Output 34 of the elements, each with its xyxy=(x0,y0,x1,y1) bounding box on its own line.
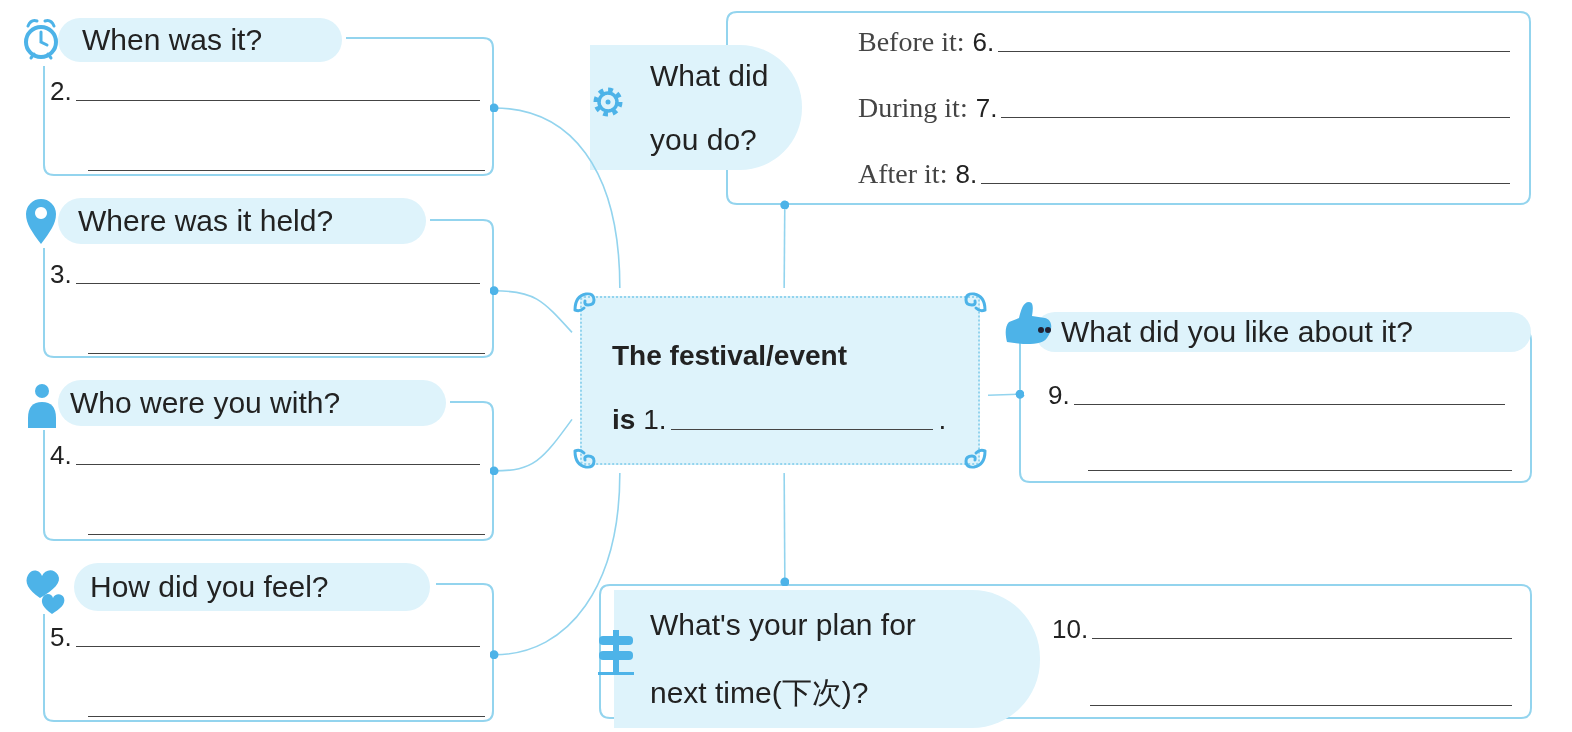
question-number: 3. xyxy=(50,259,72,290)
connector xyxy=(489,103,621,289)
question-text: When was it? xyxy=(82,22,263,58)
question-number: 6. xyxy=(972,27,995,58)
topic-text: The festival/event xyxy=(612,340,847,372)
prompt-label: Before it: xyxy=(858,26,965,58)
connector xyxy=(489,418,573,476)
question-number: 7. xyxy=(975,93,998,124)
question-card xyxy=(596,582,1531,728)
question-text: Where was it held? xyxy=(78,203,334,239)
connector xyxy=(780,472,790,587)
connector xyxy=(489,472,621,660)
question-text: What's your plan for next time(下次)? xyxy=(650,607,917,711)
question-card xyxy=(26,560,494,722)
question-number: 2. xyxy=(50,76,72,107)
question-text: What did you do? xyxy=(650,57,770,158)
question-number: 5. xyxy=(50,622,72,653)
connector xyxy=(489,286,573,334)
question-text: How did you feel? xyxy=(90,569,329,605)
question-card xyxy=(26,378,494,541)
question-number: 8. xyxy=(955,159,978,190)
prompt-label: During it: xyxy=(858,92,968,124)
question-text: Who were you with? xyxy=(70,385,341,421)
topic-text: is 1. xyxy=(612,404,667,436)
question-number: 10. xyxy=(1052,614,1089,645)
connector xyxy=(780,200,790,289)
question-text: What did you like about it? xyxy=(1061,314,1413,350)
connector xyxy=(987,389,1025,399)
period: . xyxy=(938,404,947,436)
prompt-label: After it: xyxy=(858,158,948,190)
question-card xyxy=(26,196,494,358)
question-number: 4. xyxy=(50,440,72,471)
question-card xyxy=(590,12,1531,205)
question-number: 9. xyxy=(1048,380,1070,411)
